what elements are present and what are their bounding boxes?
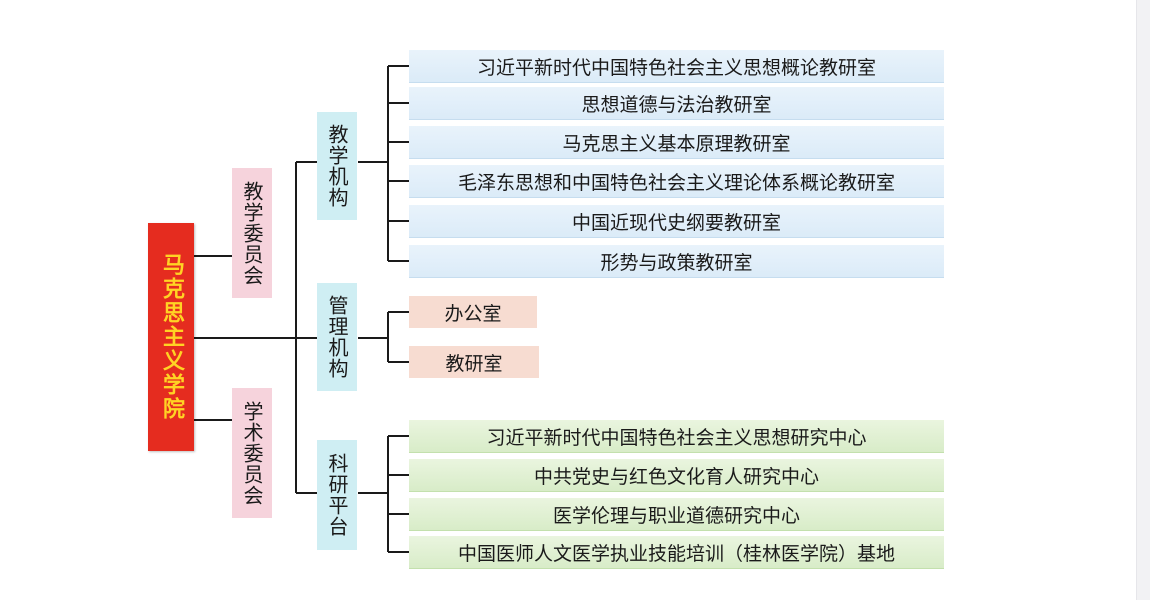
management-item: 教研室	[409, 346, 539, 378]
teaching-committee-node: 教学委员会	[232, 168, 272, 298]
research-item: 中国医师人文医学执业技能培训（桂林医学院）基地	[409, 536, 944, 569]
research-platform-node: 科研平台	[317, 440, 357, 550]
management-node: 管理机构	[317, 283, 357, 391]
teaching-unit-item: 思想道德与法治教研室	[409, 87, 944, 120]
research-item: 习近平新时代中国特色社会主义思想研究中心	[409, 420, 944, 453]
management-item: 办公室	[409, 296, 537, 328]
teaching-unit-item: 马克思主义基本原理教研室	[409, 126, 944, 159]
teaching-unit-item: 中国近现代史纲要教研室	[409, 205, 944, 238]
scrollbar-track[interactable]	[1136, 0, 1150, 600]
root-node: 马克思主义学院	[148, 223, 194, 451]
teaching-unit-item: 毛泽东思想和中国特色社会主义理论体系概论教研室	[409, 165, 944, 198]
research-item: 中共党史与红色文化育人研究中心	[409, 459, 944, 492]
teaching-unit-item: 形势与政策教研室	[409, 245, 944, 278]
teaching-unit-item: 习近平新时代中国特色社会主义思想概论教研室	[409, 50, 944, 83]
teaching-units-node: 教学机构	[317, 112, 357, 220]
research-item: 医学伦理与职业道德研究中心	[409, 498, 944, 531]
academic-committee-node: 学术委员会	[232, 388, 272, 518]
